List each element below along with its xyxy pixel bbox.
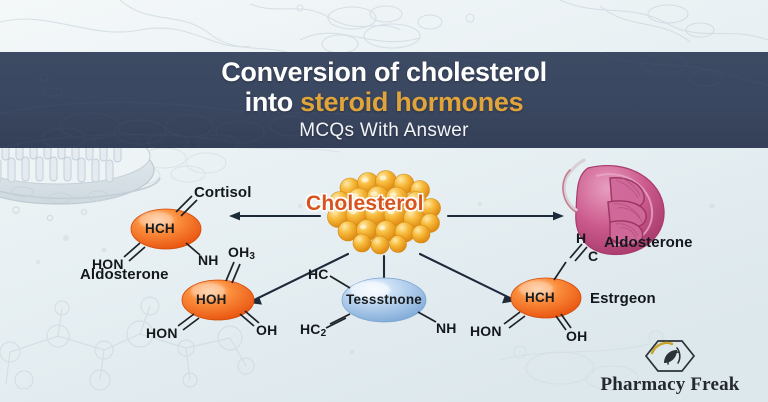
label-hc-1: HC [308, 266, 329, 282]
banner-subtitle: MCQs With Answer [299, 120, 469, 142]
diagram-graphics [0, 148, 665, 331]
label-hc-2-text: HC [300, 321, 321, 337]
molecule-testosterone-shape [341, 277, 427, 323]
arrow-to-aldosterone [252, 252, 350, 302]
label-aldosterone-right: Aldosterone [604, 234, 693, 251]
label-hc-2-subscript: 2 [320, 328, 327, 339]
cell-membrane-illustration [0, 148, 161, 222]
label-cortisol: Cortisol [194, 184, 252, 201]
arrow-to-estrogen [418, 252, 512, 300]
label-nh-1: NH [198, 252, 219, 268]
banner-title-line2: into steroid hormones [244, 86, 524, 117]
bonds-aldosterone-right [569, 243, 588, 262]
label-aldosterone-left: Aldosterone [80, 266, 169, 283]
bonds-aldosterone-left [177, 261, 260, 331]
label-c-right: C [588, 248, 599, 264]
label-oh-2: OH [256, 322, 278, 338]
title-banner: Conversion of cholesterol into steroid h… [0, 52, 768, 148]
label-hon-3: HON [470, 323, 502, 339]
bonds-cortisol [123, 195, 201, 262]
label-oh3: OH3 [228, 244, 255, 262]
molecule-cortisol-shape [130, 208, 202, 250]
label-hon-1: HON [92, 256, 124, 272]
hexagon-leaf-icon [644, 340, 696, 372]
label-testosterone: Tessstnone [346, 292, 423, 307]
molecule-aldosterone-left-shape [181, 279, 255, 321]
cholesterol-cluster [327, 170, 441, 255]
label-hon-2: HON [146, 325, 178, 341]
label-hch-right: HCH [525, 290, 555, 305]
bonds-estrogen [503, 261, 572, 331]
banner-texture [0, 52, 768, 148]
brand-name: Pharmacy Freak [600, 374, 740, 395]
label-h-right: H [576, 230, 587, 246]
brand-logo[interactable]: Pharmacy Freak [586, 334, 754, 396]
label-hoh-left: HOH [196, 292, 227, 307]
label-cholesterol: Cholesterol [306, 192, 424, 215]
pathway-diagram: Cholesterol Cortisol HCH HON NH Aldoster… [0, 148, 768, 402]
label-oh-3: OH [566, 328, 588, 344]
label-oh3-subscript: 3 [249, 251, 256, 262]
molecule-bonds [123, 195, 588, 331]
label-hch-left: HCH [145, 221, 175, 236]
banner-title-line1: Conversion of cholesterol [221, 56, 547, 87]
label-nh-2: NH [436, 320, 457, 336]
molecule-estrogen-shape [510, 277, 582, 319]
banner-title-line2-accent: steroid hormones [300, 86, 524, 117]
label-oh3-text: OH [228, 244, 250, 260]
label-estrogen: Estrgeon [590, 290, 656, 307]
bg-squiggles-top [0, 0, 768, 61]
mitochondrion-illustration [562, 158, 665, 256]
banner-title-line2-prefix: into [244, 86, 301, 117]
bonds-testosterone [325, 275, 437, 329]
label-hc-2: HC2 [300, 321, 326, 339]
